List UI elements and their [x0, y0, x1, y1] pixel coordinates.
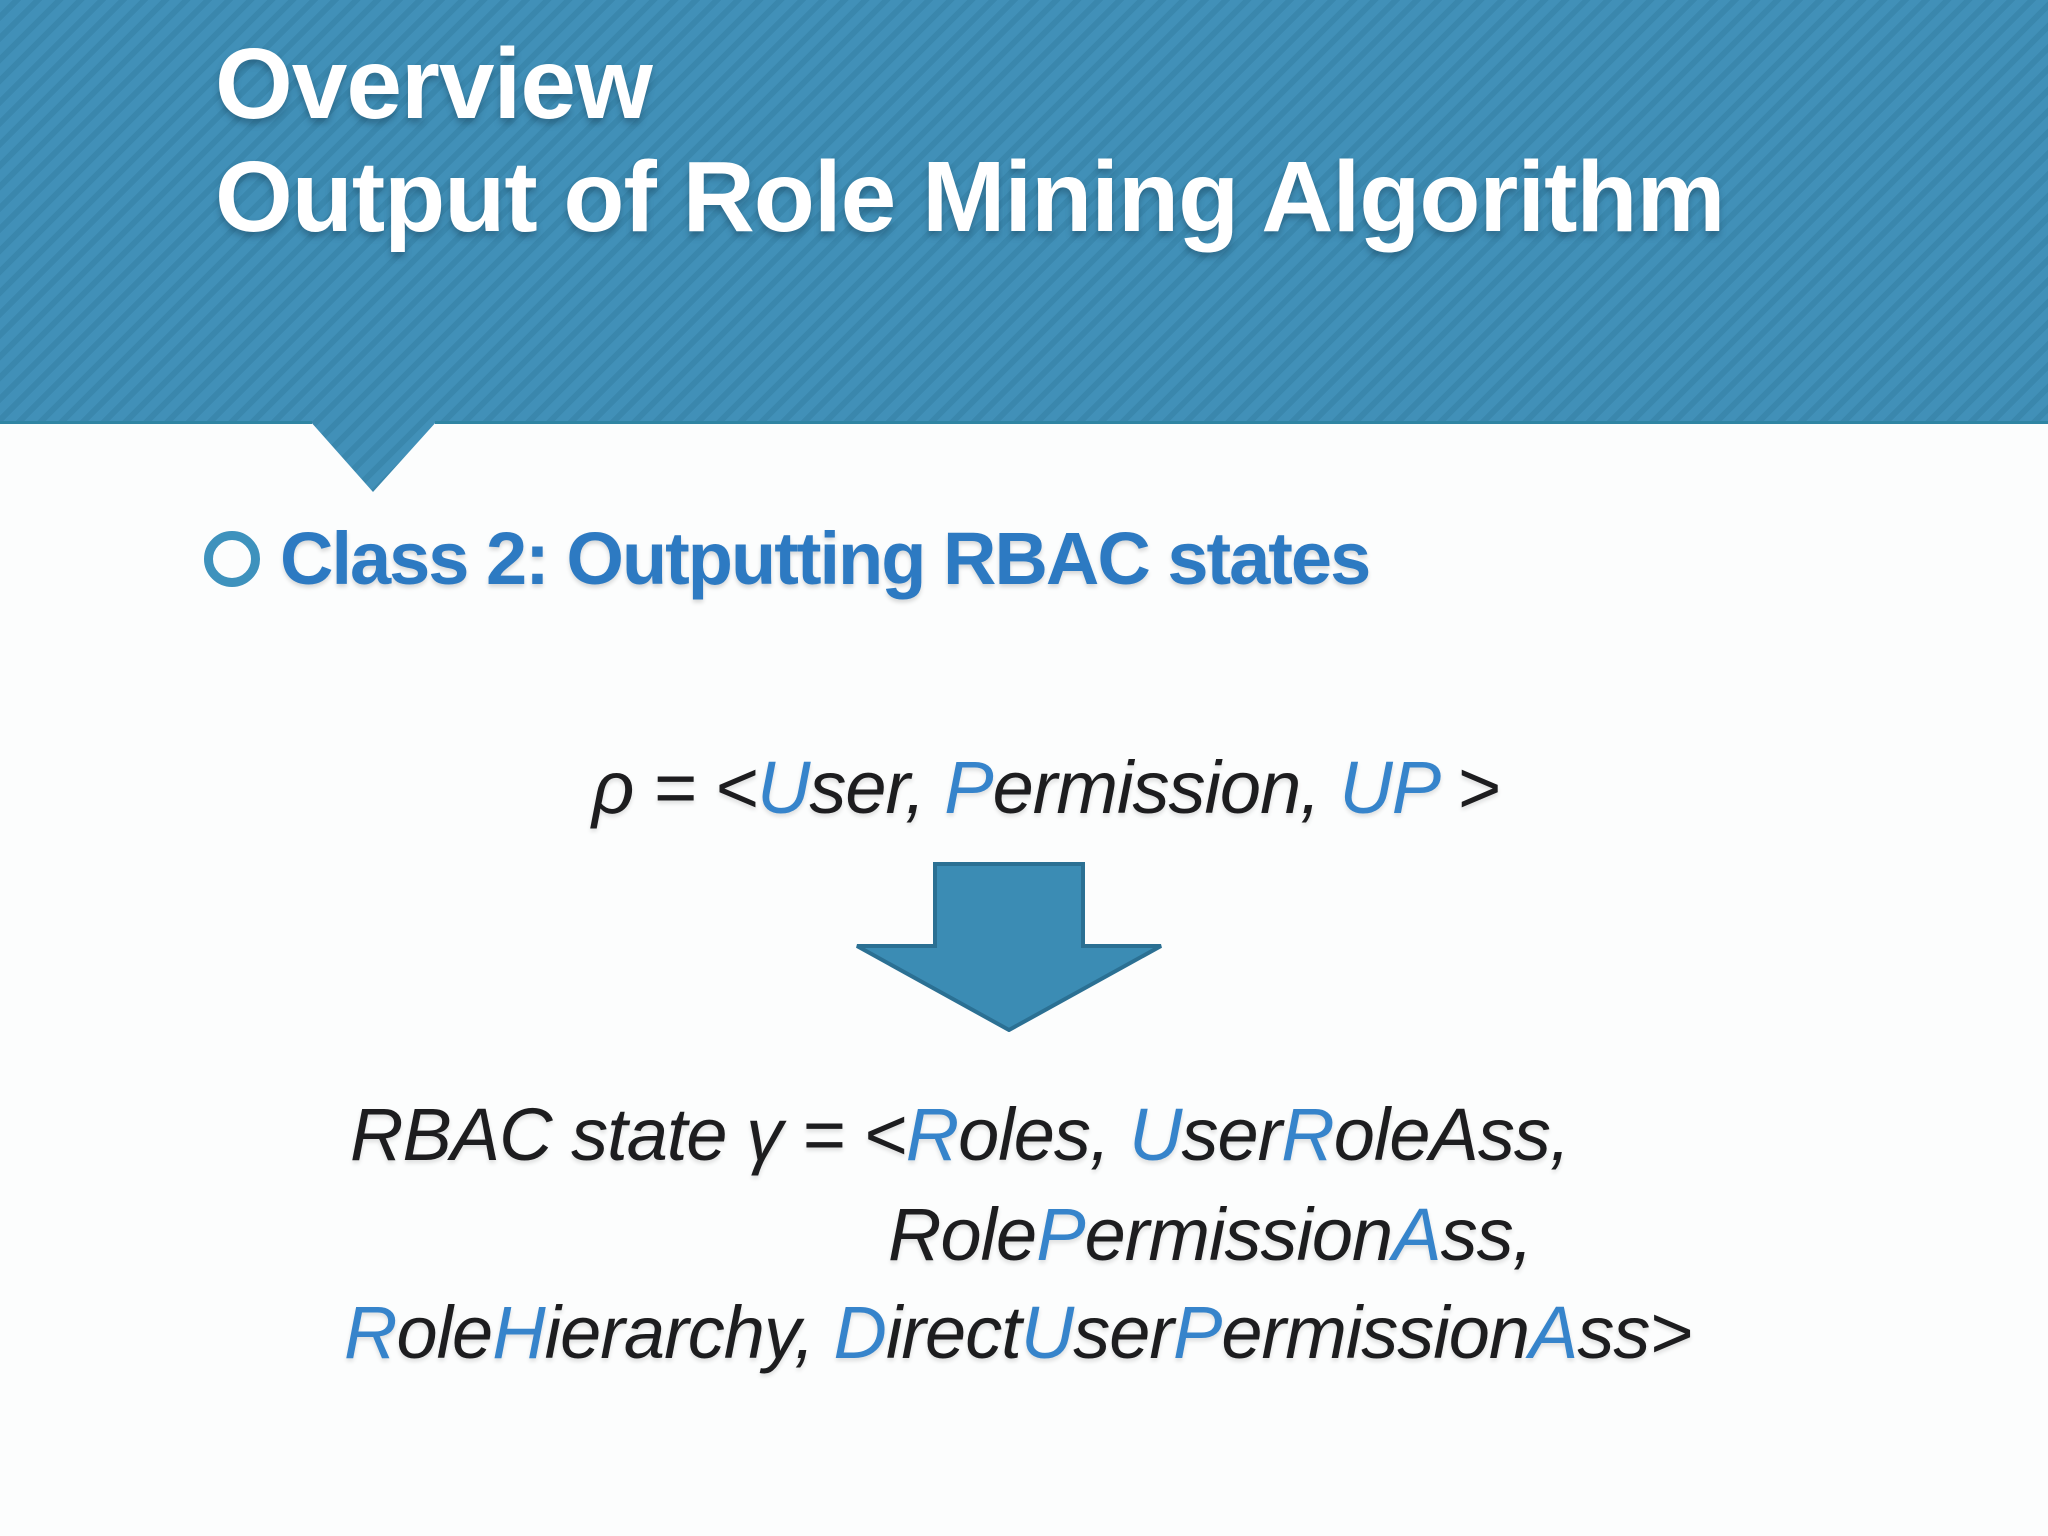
formula-segment: H	[492, 1291, 545, 1374]
formula-segment: A	[1392, 1193, 1441, 1276]
formula-segment: P	[944, 746, 993, 829]
formula-segment: D	[833, 1291, 887, 1374]
formula-segment: R	[1281, 1093, 1334, 1176]
formula-segment: ole	[396, 1291, 493, 1374]
formula-segment: ermission,	[992, 746, 1340, 829]
formula-segment: U	[756, 746, 810, 829]
formula-segment: P	[1036, 1193, 1085, 1276]
header-bottom-edge-right	[435, 421, 2048, 424]
formula-segment: ierarchy,	[544, 1291, 834, 1374]
formula-segment: >	[1437, 746, 1500, 829]
circle-bullet-icon	[204, 530, 260, 587]
title-line-2: Output of Role Mining Algorithm	[215, 141, 1725, 253]
down-arrow-icon	[856, 862, 1162, 1032]
formula-segment: Role	[888, 1193, 1037, 1276]
formula-segment: R	[344, 1291, 397, 1374]
title-line-1: Overview	[215, 28, 653, 140]
bullet-heading: Class 2: Outputting RBAC states	[204, 516, 1371, 601]
formula-rho: ρ = <User, Permission, UP >	[592, 745, 1500, 830]
bullet-label: Class 2: Outputting RBAC states	[280, 517, 1371, 600]
formula-segment: U	[1129, 1093, 1182, 1176]
formula-segment: ρ = <	[592, 746, 758, 829]
formula-segment: U	[1020, 1291, 1074, 1374]
formula-segment: oles,	[958, 1093, 1130, 1176]
formula-state-line-2: RolePermissionAss,	[888, 1192, 1534, 1277]
formula-segment: ser,	[809, 746, 945, 829]
formula-segment: ser	[1181, 1093, 1282, 1176]
formula-segment: ss,	[1440, 1193, 1534, 1276]
header-bottom-edge-left	[0, 421, 312, 424]
formula-segment: R	[905, 1093, 959, 1176]
formula-segment: ermission	[1084, 1193, 1394, 1276]
formula-segment: ermission	[1221, 1291, 1530, 1374]
formula-segment: A	[1529, 1291, 1578, 1374]
page-title: Overview Output of Role Mining Algorithm	[215, 28, 1725, 254]
formula-segment: irect	[885, 1291, 1022, 1374]
formula-segment: ss>	[1577, 1291, 1692, 1374]
formula-state-line-1: RBAC state γ = <Roles, UserRoleAss,	[350, 1092, 1571, 1177]
formula-segment: RBAC state γ = <	[350, 1093, 907, 1176]
formula-segment: UP	[1339, 746, 1438, 829]
formula-state-line-3: RoleHierarchy, DirectUserPermissionAss>	[344, 1290, 1693, 1375]
formula-segment: P	[1173, 1291, 1222, 1374]
formula-segment: ser	[1073, 1291, 1174, 1374]
header-band: Overview Output of Role Mining Algorithm	[0, 0, 2048, 492]
formula-segment: oleAss,	[1333, 1093, 1571, 1176]
